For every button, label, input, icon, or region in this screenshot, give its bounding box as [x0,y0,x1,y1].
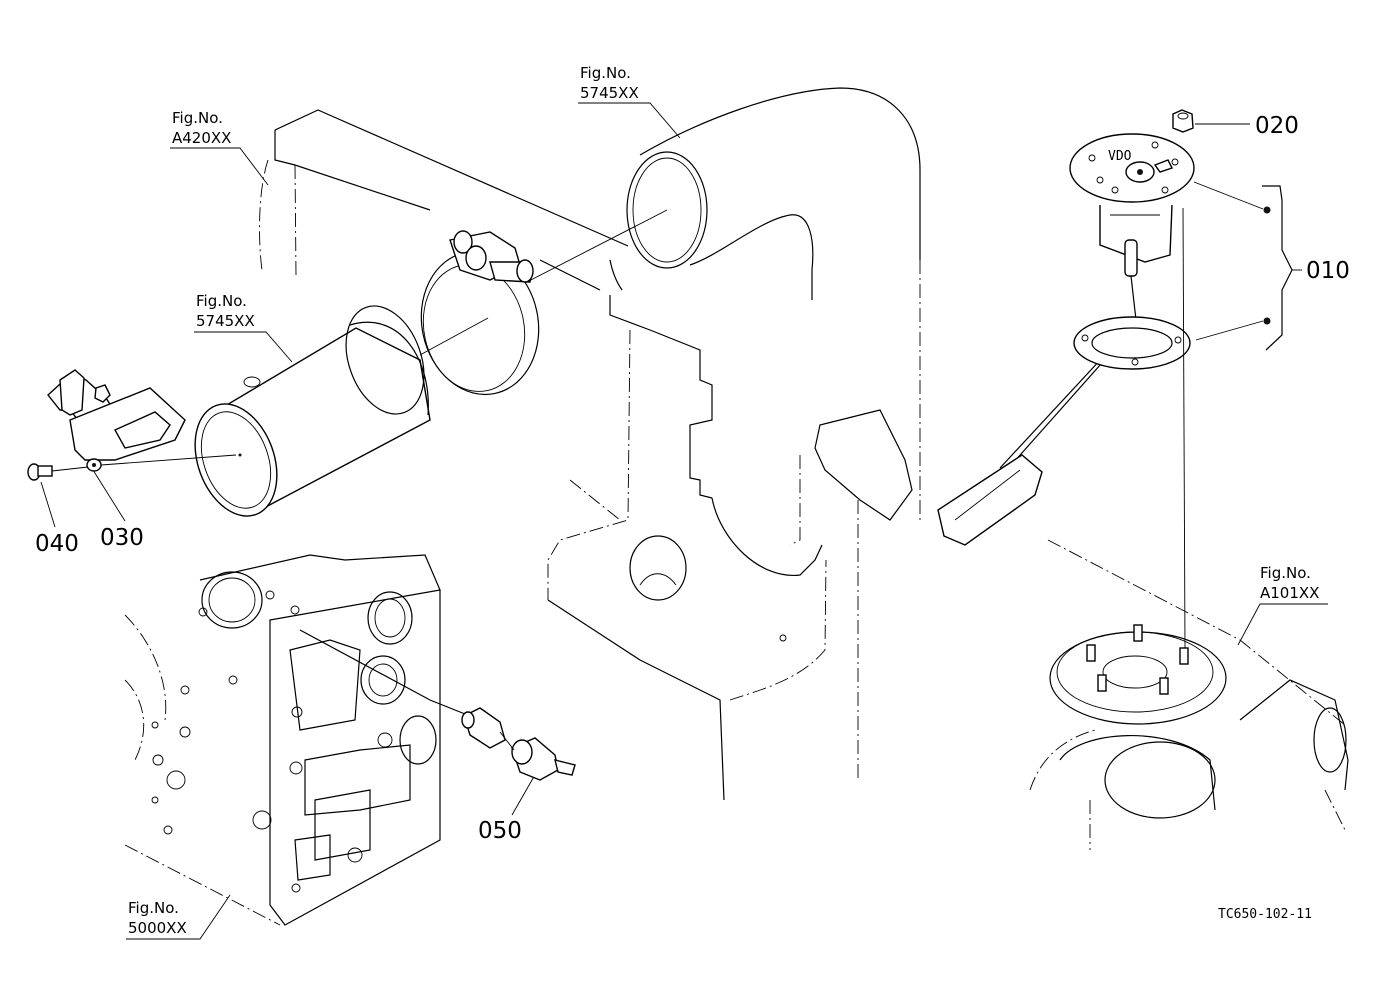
bracket [1262,185,1293,351]
fig-ref-leader [170,147,269,186]
part-callout-050[interactable]: 050 [478,772,537,844]
fig-ref-label: Fig.No. [580,64,631,82]
fig-ref-leader [194,331,293,363]
fig-ref-code: A420XX [172,129,231,147]
fig-ref-leader [578,102,681,139]
part-number: 030 [100,525,144,551]
part-number: 040 [35,531,79,557]
part-number: 050 [478,818,522,844]
part-number: 010 [1306,258,1350,284]
bullet [1263,206,1271,214]
fig-ref-code: 5745XX [580,84,639,102]
part-callout-010[interactable]: 010 [1193,181,1350,351]
hose-duct [626,87,921,520]
leader [1193,181,1264,210]
fig-ref-top-left[interactable]: Fig.No. A420XX [170,109,269,186]
fig-ref-label: Fig.No. [172,109,223,127]
pressure-switch-050 [461,707,576,781]
part-callout-020[interactable]: 020 [1195,113,1299,139]
fig-ref-code: A101XX [1260,584,1319,602]
fig-ref-label: Fig.No. [128,899,179,917]
leader [1195,320,1264,341]
engine-block [124,554,471,926]
callout-leader [40,481,56,528]
fig-ref-leader [126,894,231,940]
fig-ref-label: Fig.No. [196,292,247,310]
fig-ref-code: 5745XX [196,312,255,330]
fig-ref-bottom-left[interactable]: Fig.No. 5000XX [126,894,231,940]
bullet [1263,317,1271,325]
part-callout-040[interactable]: 040 [35,481,79,557]
fuel-sender-010: VDO [937,133,1195,651]
bolt-040 [27,463,89,481]
part-number: 020 [1255,113,1299,139]
fig-ref-code: 5000XX [128,919,187,937]
callout-leader [92,469,126,522]
fig-ref-right[interactable]: Fig.No. A101XX [1237,564,1328,646]
canister [194,209,668,517]
frame-outline [259,109,913,801]
fig-ref-top-center[interactable]: Fig.No. 5745XX [578,64,681,139]
fig-ref-label: Fig.No. [1260,564,1311,582]
sensor-bracket-030 [47,369,237,472]
part-callout-030[interactable]: 030 [92,469,144,551]
callout-leader [511,772,537,816]
drawing-code: TC650-102-11 [1218,907,1312,922]
hose-clamp [420,230,540,396]
fig-ref-leader [1237,603,1328,646]
fuel-tank [1029,539,1349,850]
svg-text:VDO: VDO [1108,149,1132,164]
nut-020 [1172,109,1194,133]
fig-ref-middle-left[interactable]: Fig.No. 5745XX [194,292,293,363]
